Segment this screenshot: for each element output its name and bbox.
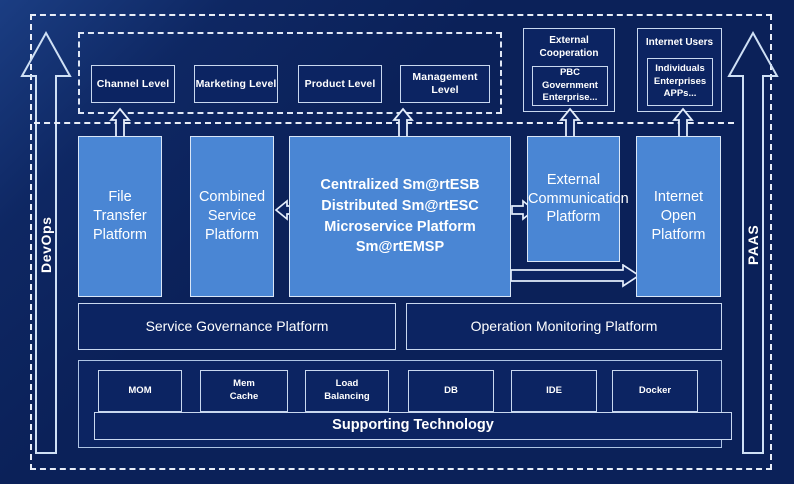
platform-combined-service[interactable]: Combined Service Platform: [190, 136, 274, 297]
management-label: Operation Monitoring Platform: [470, 317, 658, 334]
external-cooperation-detail: PBC Government Enterprise...: [542, 66, 598, 104]
tech-box-docker[interactable]: Docker: [612, 370, 698, 412]
level-box-channel[interactable]: Channel Level: [91, 65, 175, 103]
layer-divider: [34, 122, 734, 124]
platform-label: File Transfer Platform: [93, 189, 147, 243]
devops-arrow-label: DevOps: [38, 216, 54, 274]
management-label: Service Governance Platform: [145, 317, 329, 334]
paas-arrow-label: PAAS: [745, 224, 761, 266]
platform-core-esb[interactable]: Centralized Sm@rtESB Distributed Sm@rtES…: [289, 136, 511, 297]
internet-users-detail: Individuals Enterprises APPs...: [653, 62, 707, 100]
tech-label: Mem Cache: [229, 378, 259, 402]
level-box-management[interactable]: Management Level: [400, 65, 490, 103]
external-cooperation-detail-box: PBC Government Enterprise...: [532, 66, 608, 106]
platform-label: Combined Service Platform: [198, 189, 266, 243]
external-cooperation-title: External Cooperation: [539, 35, 599, 60]
internet-users-title: Internet Users: [645, 37, 714, 48]
service-governance-platform[interactable]: Service Governance Platform: [78, 303, 396, 350]
platform-file-transfer[interactable]: File Transfer Platform: [78, 136, 162, 297]
tech-label: DB: [444, 384, 458, 396]
tech-label: Load Balancing: [324, 378, 370, 402]
platform-line-esc: Distributed Sm@rtESC: [321, 197, 479, 214]
platform-line-esb: Centralized Sm@rtESB: [320, 177, 480, 194]
tech-label: Docker: [638, 384, 672, 396]
uplink-arrow-internet-open: [672, 107, 694, 138]
uplink-arrow-external-comm: [559, 107, 581, 138]
tech-box-db[interactable]: DB: [408, 370, 494, 412]
internet-users-detail-box: Individuals Enterprises APPs...: [647, 58, 713, 106]
paas-arrow: [727, 30, 779, 456]
supporting-technology-label: Supporting Technology: [332, 417, 494, 434]
uplink-arrow-channel: [109, 107, 131, 138]
core-to-internet-open-arrow: [511, 264, 641, 288]
tech-box-load-balancing[interactable]: Load Balancing: [305, 370, 389, 412]
tech-label: MOM: [128, 384, 152, 396]
level-label: Product Level: [304, 77, 376, 90]
operation-monitoring-platform[interactable]: Operation Monitoring Platform: [406, 303, 722, 350]
uplink-arrow-core: [392, 107, 414, 138]
outer-boundary: [30, 14, 772, 470]
internet-users-box[interactable]: Internet Users Individuals Enterprises A…: [637, 28, 722, 112]
platform-label: Internet Open Platform: [651, 189, 706, 243]
supporting-technology-bar[interactable]: Supporting Technology: [94, 412, 732, 440]
tech-box-mem-cache[interactable]: Mem Cache: [200, 370, 288, 412]
level-box-marketing[interactable]: Marketing Level: [194, 65, 278, 103]
external-cooperation-box[interactable]: External Cooperation PBC Government Ente…: [523, 28, 615, 112]
platform-external-communication[interactable]: External Communication Platform: [527, 136, 629, 262]
devops-arrow: [20, 30, 72, 456]
tech-box-mom[interactable]: MOM: [98, 370, 182, 412]
tech-box-ide[interactable]: IDE: [511, 370, 597, 412]
level-box-product[interactable]: Product Level: [298, 65, 382, 103]
level-label: Management Level: [412, 71, 478, 96]
level-label: Marketing Level: [195, 77, 277, 90]
platform-label: External Communication Platform: [528, 171, 629, 226]
business-levels-group: [78, 32, 502, 114]
tech-label: IDE: [546, 384, 562, 396]
platform-line-emsp: Microservice Platform Sm@rtEMSP: [324, 218, 476, 256]
level-label: Channel Level: [96, 77, 170, 90]
platform-label: Centralized Sm@rtESB Distributed Sm@rtES…: [293, 175, 507, 257]
platform-internet-open[interactable]: Internet Open Platform: [636, 136, 721, 297]
